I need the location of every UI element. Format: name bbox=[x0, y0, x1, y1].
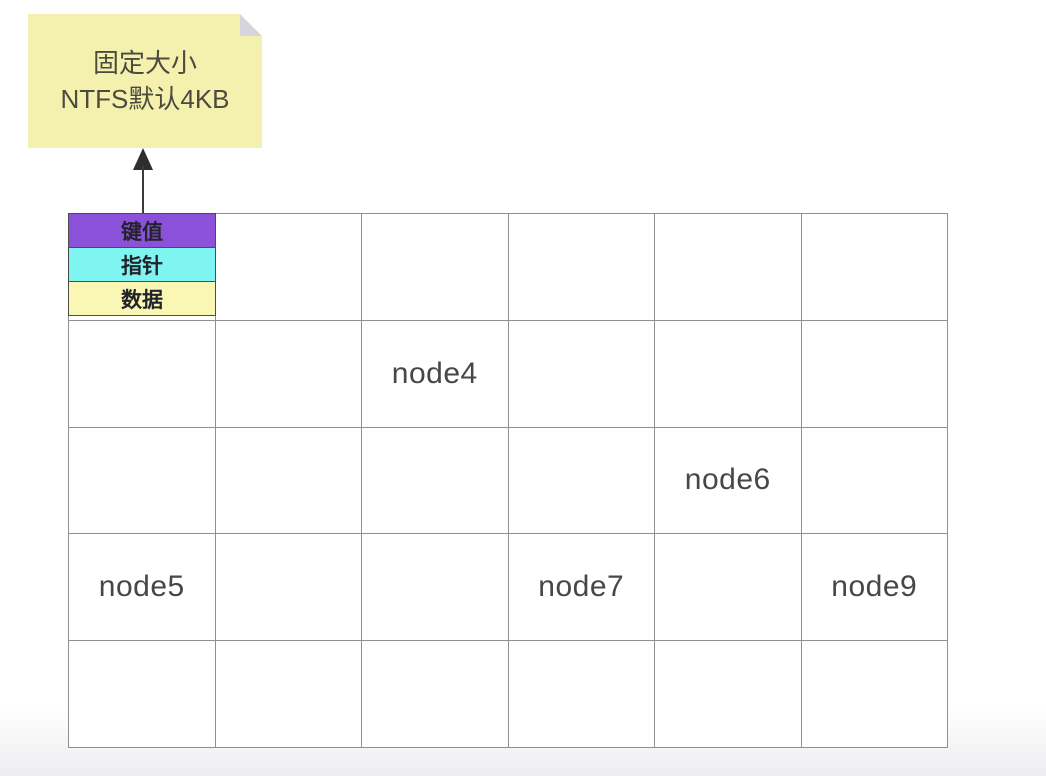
arrow-up-icon bbox=[133, 148, 153, 170]
legend: 键值 指针 数据 bbox=[68, 213, 216, 316]
grid-cell bbox=[362, 641, 509, 748]
grid-cell-node5: node5 bbox=[69, 534, 216, 642]
legend-item-pointer: 指针 bbox=[68, 247, 216, 282]
grid-cell bbox=[655, 214, 802, 321]
arrow-connector-line bbox=[142, 166, 144, 213]
grid-cell bbox=[655, 641, 802, 748]
grid-cell bbox=[362, 534, 509, 642]
grid-cell bbox=[362, 427, 509, 535]
folded-corner-icon bbox=[240, 14, 262, 36]
grid-cell bbox=[215, 320, 362, 428]
sticky-note: 固定大小 NTFS默认4KB bbox=[28, 14, 262, 148]
note-text-line1: 固定大小 bbox=[92, 48, 197, 78]
grid-cell bbox=[508, 214, 655, 321]
legend-item-pointer-label: 指针 bbox=[121, 254, 163, 278]
grid-cell bbox=[215, 214, 362, 321]
grid-cell bbox=[655, 534, 802, 642]
cell-label: node7 bbox=[538, 570, 625, 604]
legend-item-data-label: 数据 bbox=[121, 288, 163, 312]
grid-cell bbox=[69, 427, 216, 535]
grid-cell bbox=[508, 427, 655, 535]
grid-cell bbox=[801, 427, 948, 535]
legend-item-key: 键值 bbox=[68, 213, 216, 248]
legend-item-data: 数据 bbox=[68, 281, 216, 316]
grid-cell-node7: node7 bbox=[508, 534, 655, 642]
grid-cell bbox=[215, 534, 362, 642]
grid-cell bbox=[362, 214, 509, 321]
cell-label: node6 bbox=[684, 463, 771, 497]
grid-cell bbox=[508, 320, 655, 428]
grid-cell bbox=[801, 214, 948, 321]
grid-cell-node9: node9 bbox=[801, 534, 948, 642]
grid-cell bbox=[215, 427, 362, 535]
grid-cell bbox=[508, 641, 655, 748]
grid-cell bbox=[801, 320, 948, 428]
legend-item-key-label: 键值 bbox=[121, 220, 163, 244]
grid-cell bbox=[215, 641, 362, 748]
grid-cell bbox=[69, 320, 216, 428]
note-text-line2: NTFS默认4KB bbox=[60, 84, 230, 114]
grid-cell-node4: node4 bbox=[362, 320, 509, 428]
grid-cell bbox=[801, 641, 948, 748]
grid-cell-node6: node6 bbox=[655, 427, 802, 535]
grid-cell bbox=[655, 320, 802, 428]
cell-label: node9 bbox=[831, 570, 918, 604]
grid-cell bbox=[69, 641, 216, 748]
cell-label: node4 bbox=[391, 356, 478, 390]
cell-label: node5 bbox=[98, 570, 185, 604]
